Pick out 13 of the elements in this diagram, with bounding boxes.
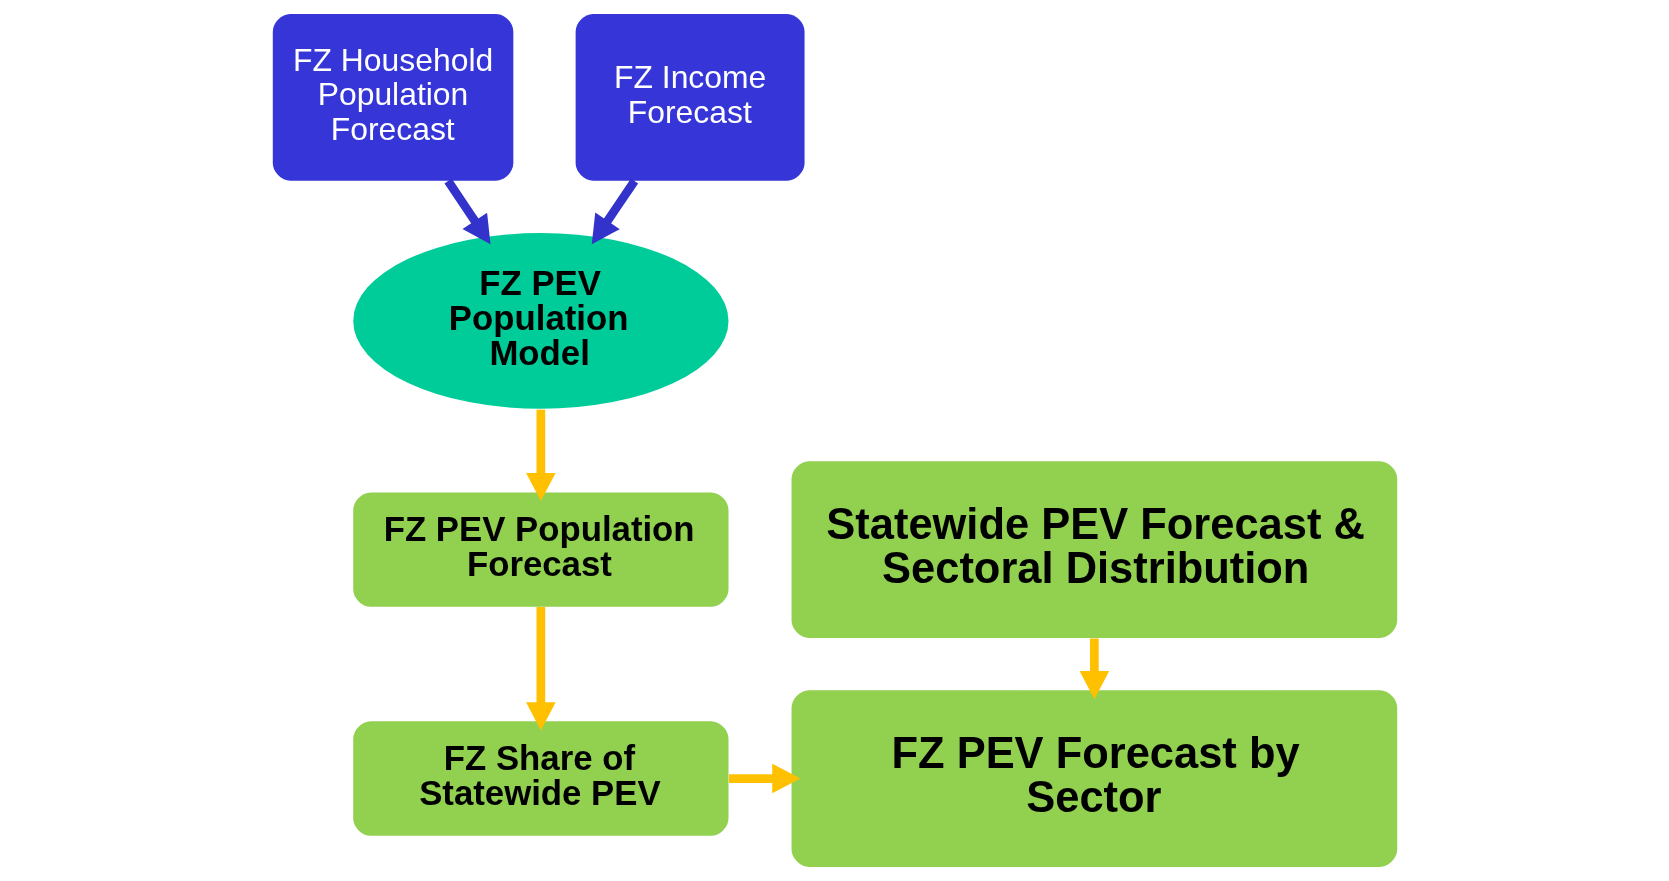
arrow	[525, 409, 556, 502]
node-box: FZ Income Forecast	[575, 14, 805, 181]
arrow	[444, 178, 490, 245]
node-box: Statewide PEV Forecast & Sectoral Distribution	[791, 461, 1397, 638]
node-box: FZ PEV Population Forecast	[352, 492, 728, 607]
node-box: FZ PEV Forecast by Sector	[791, 690, 1397, 867]
arrow	[525, 606, 556, 731]
node-ellipse: FZ PEV Population Model	[352, 233, 728, 409]
node-box: FZ Share of Statewide PEV	[352, 721, 728, 836]
arrow	[591, 178, 638, 245]
node-box: FZ Household Population Forecast	[272, 14, 513, 181]
arrow	[1079, 638, 1109, 700]
arrow	[728, 763, 800, 794]
